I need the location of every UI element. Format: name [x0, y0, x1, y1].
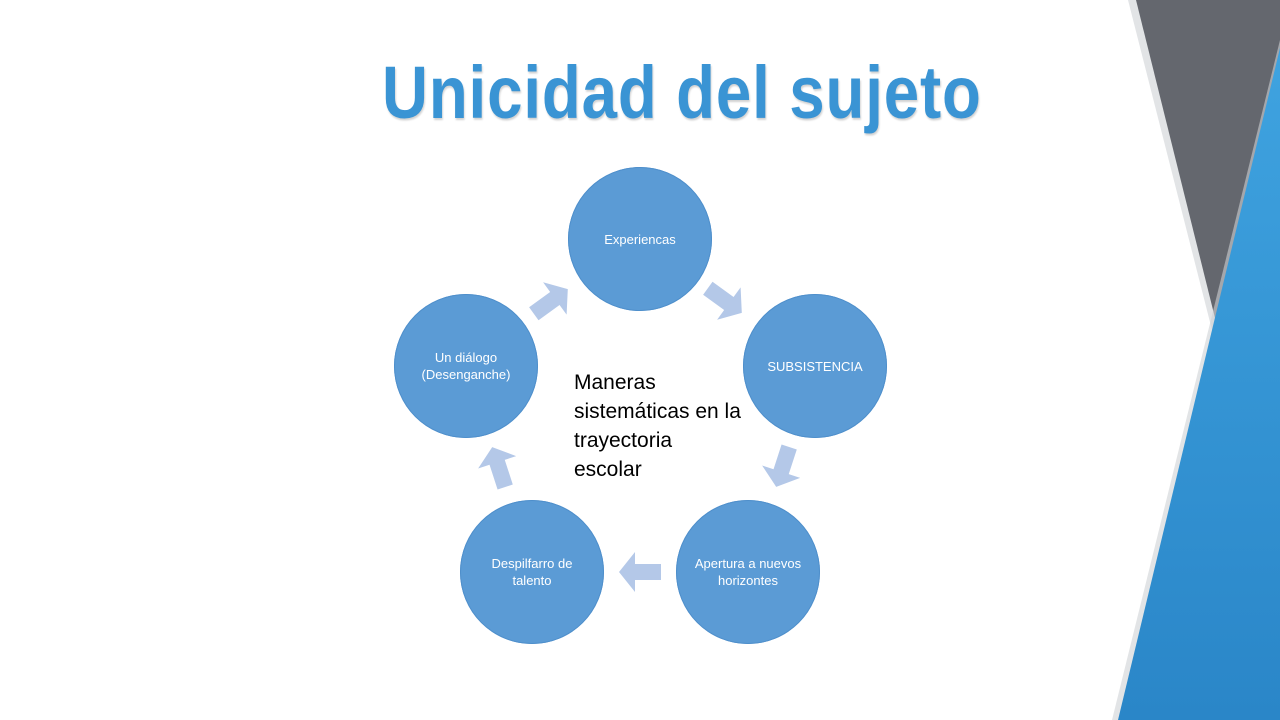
cycle-node-label: Un diálogo (Desenganche)	[421, 350, 511, 382]
cycle-arrow-1	[703, 281, 742, 320]
cycle-node-label: Experiencas	[604, 231, 676, 247]
cycle-arrow-3	[619, 552, 661, 592]
cycle-node-label: Apertura a nuevos horizontes	[694, 556, 802, 588]
slide-title: Unicidad del sujeto	[382, 51, 982, 134]
cycle-node-dialogo: Un diálogo (Desenganche)	[394, 294, 538, 438]
cycle-node-label: SUBSISTENCIA	[767, 358, 863, 374]
cycle-arrow-4	[478, 447, 517, 490]
cycle-node-despilfarro: Despilfarro de talento	[460, 500, 604, 644]
cycle-node-label: Despilfarro de talento	[491, 556, 573, 588]
blue-stripe	[1118, 48, 1280, 720]
cycle-arrow-5	[529, 282, 568, 321]
cycle-node-apertura: Apertura a nuevos horizontes	[676, 500, 820, 644]
cycle-node-experiencas: Experiencas	[568, 167, 712, 311]
cycle-arrow-2	[762, 444, 801, 487]
cycle-node-subsistencia: SUBSISTENCIA	[743, 294, 887, 438]
cycle-center-text: Maneras sistemáticas en la trayectoria e…	[574, 371, 741, 481]
